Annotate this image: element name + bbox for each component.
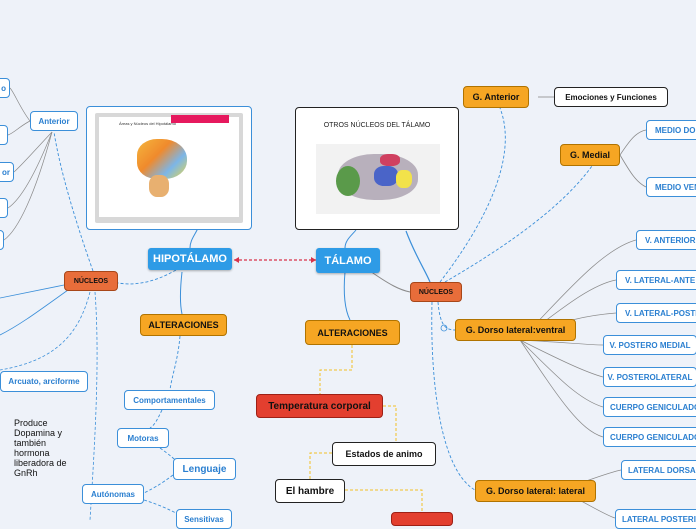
v-lateral-anterior-node[interactable]: V. LATERAL-ANTE [616,270,696,290]
autonomas-node[interactable]: Autónomas [82,484,144,504]
hipo-alteraciones-node[interactable]: ALTERACIONES [140,314,227,336]
g-medial-node[interactable]: G. Medial [560,144,620,166]
v-postero-medial-node[interactable]: V. POSTERO MEDIAL [603,335,696,355]
v-lateral-posterior-node[interactable]: V. LATERAL-POSTE [616,303,696,323]
hipo-left-node-2[interactable] [0,125,8,145]
lateral-dorsal-node[interactable]: LATERAL DORSAL [621,460,696,480]
v-anterior-node[interactable]: V. ANTERIOR [636,230,696,250]
g-dorso-lateral-lateral-node[interactable]: G. Dorso lateral: lateral [475,480,596,502]
talamo-nucleos-node[interactable]: NÚCLEOS [410,282,462,302]
talamo-alteraciones-node[interactable]: ALTERACIONES [305,320,400,345]
estados-animo-node[interactable]: Estados de animo [332,442,436,466]
hipotalamo-image-title: Áreas y Núcleos del Hipotálamo [119,121,176,126]
talamo-figure [316,144,440,214]
g-anterior-node[interactable]: G. Anterior [463,86,529,108]
arcuato-node[interactable]: Arcuato, arciforme [0,371,88,392]
hipo-nucleos-node[interactable]: NÚCLEOS [64,271,118,291]
hipotalamo-figure: Áreas y Núcleos del Hipotálamo [99,115,239,217]
hipotalamo-diagram: Áreas y Núcleos del Hipotálamo [95,113,243,223]
lenguaje-node[interactable]: Lenguaje [173,458,236,480]
hipo-left-node-5[interactable] [0,230,4,250]
hipotalamo-image-card: Áreas y Núcleos del Hipotálamo [86,106,252,230]
hipo-left-node-1[interactable]: o [0,78,10,98]
medio-ven-node[interactable]: MEDIO VEN [646,177,696,197]
emociones-funciones-node[interactable]: Emociones y Funciones [554,87,668,107]
medio-dor-node[interactable]: MEDIO DOR [646,120,696,140]
talamo-image-title: OTROS NÚCLEOS DEL TÁLAMO [323,122,431,129]
lateral-posterior-node[interactable]: LATERAL POSTERI [615,509,696,529]
sensitivas-node[interactable]: Sensitivas [176,509,232,529]
hypothalamus-colored-areas [137,139,187,179]
g-dorso-lateral-ventral-node[interactable]: G. Dorso lateral:ventral [455,319,576,341]
arcuato-note: Produce Dopamina y también hormona liber… [14,418,67,478]
talamo-node[interactable]: TÁLAMO [316,248,380,273]
cuerpo-geniculado-2-node[interactable]: CUERPO GENICULADO [603,427,696,447]
thalamus-blue-nucleus [374,166,398,186]
talamo-image-card: OTROS NÚCLEOS DEL TÁLAMO [295,107,459,230]
hipo-left-node-4[interactable] [0,198,8,218]
motoras-node[interactable]: Motoras [117,428,169,448]
hypothalamus-lower-area [149,175,169,197]
talamo-extra-red-node[interactable] [391,512,453,526]
cuerpo-geniculado-1-node[interactable]: CUERPO GENICULADO [603,397,696,417]
temperatura-corporal-node[interactable]: Temperatura corporal [256,394,383,418]
hipotalamo-node[interactable]: HIPOTÁLAMO [148,248,232,270]
v-posterolateral-node[interactable]: V. POSTEROLATERAL [603,367,696,387]
pink-header-band [171,115,229,123]
comportamentales-node[interactable]: Comportamentales [124,390,215,410]
thalamus-yellow-nucleus [396,170,412,188]
el-hambre-node[interactable]: El hambre [275,479,345,503]
hipo-left-node-3[interactable]: or [0,162,14,182]
anterior-node[interactable]: Anterior [30,111,78,131]
thalamus-green-nucleus [336,166,360,196]
thalamus-red-nucleus [380,154,400,166]
